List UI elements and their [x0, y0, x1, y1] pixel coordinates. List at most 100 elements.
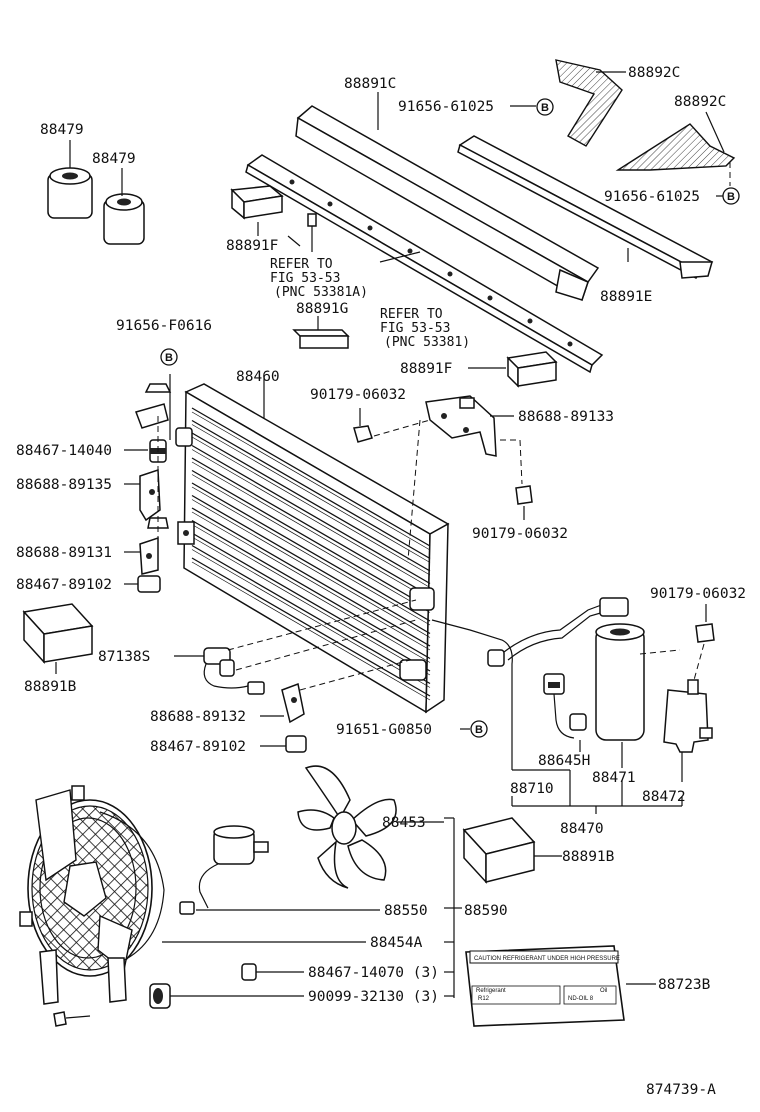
screw-fan-bottom — [53, 1011, 91, 1027]
callout-91651-G0850: 91651-G0850 — [336, 722, 432, 738]
callout-88550: 88550 — [384, 903, 428, 919]
condenser-fin-line — [191, 557, 431, 697]
condenser-fin-line — [191, 532, 431, 672]
condenser-fin-line — [191, 536, 431, 676]
nut-90179-06032-c — [695, 623, 715, 643]
refrigerant-caption: Refrigerant — [476, 988, 506, 994]
condenser-fin-line — [191, 457, 431, 597]
cushion-88467-89102-a — [137, 575, 161, 593]
condenser-fin-line — [191, 507, 431, 647]
condenser-fin-line — [191, 419, 431, 560]
callout-88891F-b: 88891F — [400, 361, 452, 377]
condenser-fin-line — [191, 444, 431, 585]
cushion-88467-89102-b — [285, 735, 307, 753]
rubber-mount-88479-a — [47, 167, 93, 219]
condenser-fin-line — [191, 436, 431, 576]
callout-90179-06032-c: 90179-06032 — [650, 586, 746, 602]
bracket-88688-89131 — [139, 517, 169, 575]
condenser-fin-line — [191, 474, 431, 613]
refer-to-1-line1: REFER TO — [270, 257, 333, 272]
callout-88590: 88590 — [464, 903, 508, 919]
nut-90179-06032-b — [515, 485, 533, 505]
condenser-fin-line — [191, 486, 431, 626]
condenser-fin-line — [191, 561, 431, 701]
callout-88892C-b: 88892C — [674, 94, 726, 110]
callout-88470: 88470 — [560, 821, 604, 837]
seal-88892C-lower — [615, 123, 736, 171]
condenser-fin-line — [191, 494, 431, 635]
condenser-fin-line — [191, 469, 431, 610]
pressure-switch-88645H — [543, 673, 587, 739]
figure-id: 874739-A — [646, 1082, 716, 1098]
callout-88892C-a: 88892C — [628, 65, 680, 81]
oil-caption: Oil — [600, 988, 607, 994]
fan-blade-88453 — [297, 765, 397, 889]
callout-90099-32130: 90099-32130 (3) — [308, 989, 439, 1005]
grommet-88467-14070 — [241, 963, 304, 981]
callout-88454A: 88454A — [370, 935, 423, 951]
bolt-badge-b-3: B — [160, 348, 178, 366]
callout-88467-14040: 88467-14040 — [16, 443, 112, 459]
oil-value: ND-OIL 8 — [568, 996, 594, 1002]
caution-label-88723B: CAUTION REFRIGERANT UNDER HIGH PRESSURE … — [465, 945, 625, 1027]
receiver-88471 — [595, 623, 645, 741]
condenser-fin-line — [191, 424, 431, 563]
callout-88472: 88472 — [642, 789, 686, 805]
refer-to-1-line2: FIG 53-53 — [270, 271, 340, 286]
callout-91656-61025-a: 91656-61025 — [398, 99, 494, 115]
nut-upper-left — [144, 383, 172, 393]
callout-88891B-a: 88891B — [24, 679, 77, 695]
condenser-fin-line — [191, 524, 431, 663]
svg-text:B: B — [475, 724, 483, 736]
bolt-badge-b-2: B — [722, 187, 740, 205]
callout-88471: 88471 — [592, 770, 636, 786]
callout-88688-89131: 88688-89131 — [16, 545, 112, 561]
callout-91656-61025-b: 91656-61025 — [604, 189, 700, 205]
callout-88479-a: 88479 — [40, 122, 84, 138]
callout-88467-14070: 88467-14070 (3) — [308, 965, 439, 981]
callout-91656-F0616: 91656-F0616 — [116, 318, 212, 334]
condenser-fin-line — [191, 549, 431, 688]
refer-to-2-line3: (PNC 53381) — [384, 335, 470, 350]
bolt-badge-b-4: B — [470, 720, 488, 738]
bolt-badge-b-1: B — [536, 98, 554, 116]
pad-88891B-a — [22, 603, 94, 664]
bracket-88688-89133 — [425, 395, 497, 457]
condenser-fin-line — [191, 499, 431, 638]
clip-53381A — [307, 213, 317, 252]
callout-90179-06032-a: 90179-06032 — [310, 387, 406, 403]
spacer-90099-32130 — [149, 983, 304, 1009]
caution-label-title: CAUTION REFRIGERANT UNDER HIGH PRESSURE — [474, 956, 620, 962]
callout-88688-89133: 88688-89133 — [518, 409, 614, 425]
callout-88891B-b: 88891B — [562, 849, 615, 865]
pad-88891G — [292, 316, 350, 349]
condenser-fin-line — [191, 544, 431, 685]
callout-88479-b: 88479 — [92, 151, 136, 167]
callout-88467-89102-b: 88467-89102 — [150, 739, 246, 755]
condenser-fin-line — [191, 407, 431, 547]
bracket-88688-89135 — [135, 403, 193, 522]
callout-87138S: 87138S — [98, 649, 150, 665]
condenser-88460 — [177, 383, 450, 714]
bracket-88688-89132 — [281, 682, 305, 724]
callout-88723B: 88723B — [658, 977, 711, 993]
pad-88891F-b — [506, 351, 558, 388]
rubber-mount-88479-b — [103, 193, 145, 245]
refer-to-2-line1: REFER TO — [380, 307, 443, 322]
fan-motor-88550 — [179, 825, 269, 915]
fan-shroud-88454A — [19, 785, 165, 1005]
seal-88891C — [295, 105, 600, 302]
sensor-87138S — [203, 647, 265, 695]
refer-to-2-line2: FIG 53-53 — [380, 321, 450, 336]
callout-88891G: 88891G — [296, 301, 348, 317]
callout-88460: 88460 — [236, 369, 280, 385]
bracket-88472 — [663, 679, 713, 753]
callout-88891E: 88891E — [600, 289, 652, 305]
condenser-fin-line — [191, 449, 431, 588]
pad-88891B-b — [462, 817, 536, 884]
seal-strip-53381 — [245, 154, 604, 374]
callout-88688-89135: 88688-89135 — [16, 477, 112, 493]
condenser-fin-line — [191, 432, 431, 572]
